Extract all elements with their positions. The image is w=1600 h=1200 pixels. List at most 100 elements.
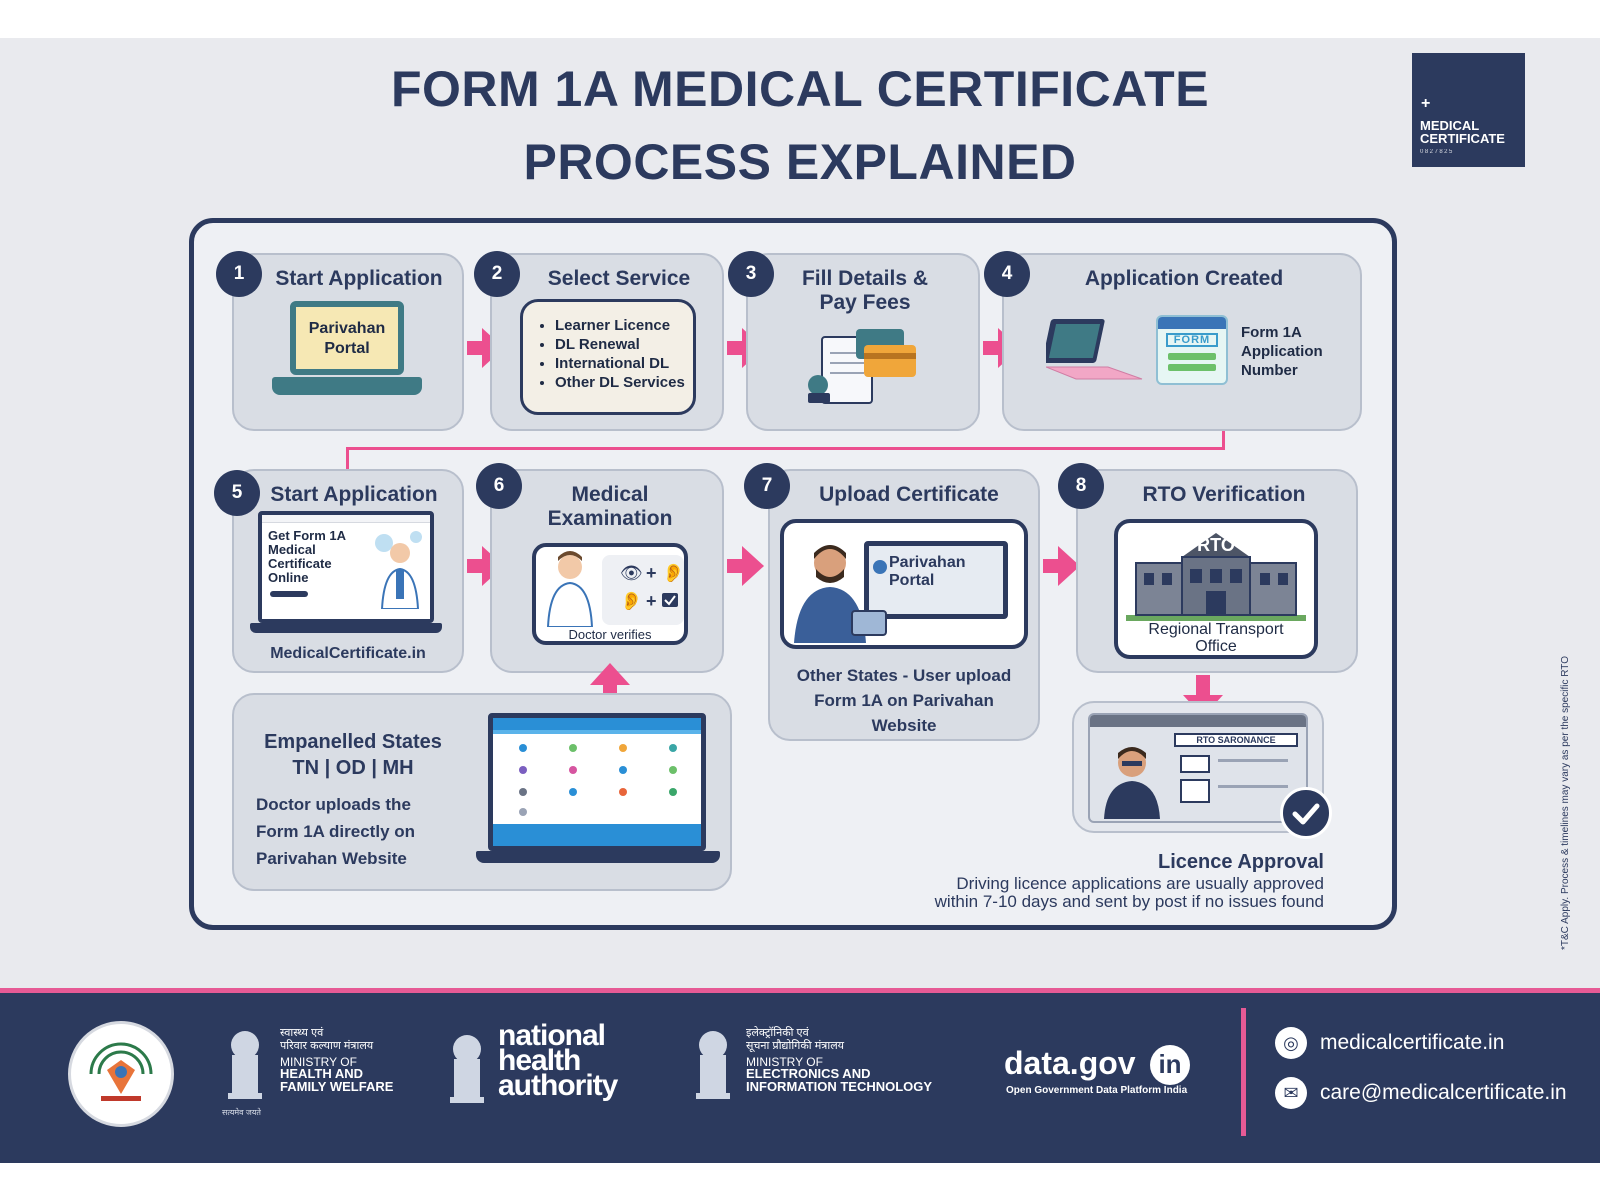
arrow-5-6	[467, 559, 483, 573]
medical-certificate-logo: + MEDICAL CERTIFICATE 0827825	[1412, 53, 1525, 167]
health-ministry-name: HEALTH AND FAMILY WELFARE	[280, 1066, 394, 1094]
email-link[interactable]: care@medicalcertificate.in	[1320, 1081, 1567, 1104]
step-1-number: 1	[216, 251, 262, 297]
step-2-number: 2	[474, 251, 520, 297]
page-title-line2: PROCESS EXPLAINED	[523, 134, 1077, 190]
service-item[interactable]: International DL	[555, 354, 685, 373]
step-7-number: 7	[744, 463, 790, 509]
data-gov-in-badge: in	[1150, 1045, 1190, 1085]
form-document-icon: FORM	[1156, 315, 1228, 385]
national-health-authority-logo: national health authority	[498, 1019, 618, 1102]
terms-note: *T&C Apply. Process & timelines may vary…	[1560, 656, 1571, 950]
step-3-title: Fill Details & Pay Fees	[801, 267, 929, 314]
step-1-screen-text: Parivahan Portal	[308, 320, 386, 357]
step-2-title: Select Service	[547, 267, 691, 290]
service-item[interactable]: DL Renewal	[555, 335, 685, 354]
licence-approval-text-2: within 7-10 days and sent by post if no …	[934, 892, 1324, 911]
driving-licence-card: RTO SARONANCE	[1088, 713, 1308, 823]
doctor-examination-icon: 👁 + 👂 👂 +	[546, 551, 684, 627]
empanelled-title: Empanelled States	[264, 731, 442, 753]
arrow-3-4	[983, 341, 999, 355]
doctor-illustration-icon	[375, 531, 422, 609]
step-6-number: 6	[476, 463, 522, 509]
connector-4-5-down	[346, 447, 349, 469]
ashoka-emblem-icon	[690, 1025, 736, 1105]
svg-text:👂: 👂	[662, 562, 684, 583]
laptop-icon	[290, 301, 404, 375]
meity-hindi: इलेक्ट्रॉनिकी एवं सूचना प्रौद्योगिकी मंत…	[746, 1027, 845, 1052]
dashboard-laptop-base	[476, 851, 720, 863]
step-4-number: 4	[984, 251, 1030, 297]
step-1-title: Start Application	[275, 267, 443, 290]
digital-mission-emblem-icon	[89, 1042, 153, 1101]
step-4-title: Application Created	[1084, 267, 1284, 290]
page-title-line1: FORM 1A MEDICAL CERTIFICATE	[390, 61, 1210, 117]
footer: सत्यमेव जयते स्वास्थ्य एवं परिवार कल्याण…	[0, 988, 1600, 1163]
licence-photo-icon	[1104, 747, 1160, 819]
doctor-verifies-caption: Doctor verifies	[568, 627, 652, 642]
svg-text:+: +	[646, 591, 657, 611]
step-6-title: Medical Examination	[547, 483, 673, 530]
step-3-number: 3	[728, 251, 774, 297]
svg-text:👂: 👂	[620, 590, 642, 611]
data-gov-logo: data.gov	[1004, 1045, 1136, 1081]
arrow-6-7-head	[742, 546, 764, 586]
arrow-2-3	[727, 341, 743, 355]
arrow-empanelled-up-head	[590, 663, 630, 685]
licence-approval-title: Licence Approval	[1158, 851, 1324, 873]
laptop-keyboard	[272, 377, 422, 395]
licence-card-label: RTO SARONANCE	[1174, 733, 1298, 747]
website-cta-button	[270, 591, 308, 597]
service-item[interactable]: Other DL Services	[555, 373, 685, 392]
arrow-8-down	[1196, 675, 1210, 697]
website-headline: Get Form 1A Medical Certificate Online	[268, 528, 347, 585]
approved-check-icon	[1280, 787, 1332, 839]
dashboard-icons	[519, 744, 677, 816]
parivahan-dashboard-screen	[488, 713, 706, 851]
step-8-number: 8	[1058, 463, 1104, 509]
parivahan-emblem-icon	[873, 560, 887, 574]
service-list: Learner Licence DL Renewal International…	[520, 299, 696, 415]
user-upload-icon	[794, 545, 887, 643]
ashoka-emblem-icon	[444, 1029, 490, 1109]
licence-id-photo-icon	[1180, 779, 1210, 803]
arrow-7-8-head	[1058, 546, 1080, 586]
ashoka-emblem-icon	[222, 1025, 268, 1105]
website-link[interactable]: medicalcertificate.in	[1320, 1031, 1505, 1054]
parivahan-screen: Parivahan Portal	[864, 541, 1008, 619]
licence-approval-text-1: Driving licence applications are usually…	[956, 874, 1324, 893]
process-frame: 1 Start Application Parivahan Portal 2 S…	[189, 218, 1397, 930]
emblem-motto: सत्यमेव जयते	[222, 1108, 261, 1117]
digital-mission-logo	[68, 1021, 174, 1127]
meity-name: ELECTRONICS AND INFORMATION TECHNOLOGY	[746, 1066, 933, 1094]
rto-building-label: RTO	[1197, 535, 1235, 555]
rto-panel: RTO Regional Transport Office	[1114, 519, 1318, 659]
plus-icon: +	[1421, 95, 1431, 112]
service-item[interactable]: Learner Licence	[555, 316, 685, 335]
connector-4-5	[1222, 431, 1225, 449]
connector-4-5-horizontal	[346, 447, 1225, 450]
logo-line1: MEDICAL	[1420, 118, 1480, 133]
arrow-1-2	[467, 341, 483, 355]
health-ministry-label: MINISTRY OF	[280, 1055, 357, 1069]
step-5-caption: MedicalCertificate.in	[270, 645, 426, 662]
website-screen-icon: Get Form 1A Medical Certificate Online	[258, 511, 434, 623]
parivahan-portal-text: Parivahan Portal	[889, 554, 966, 589]
rto-building-icon	[1126, 533, 1306, 621]
website-laptop-base	[250, 623, 442, 633]
empanelled-text: Doctor uploads the Form 1A directly on P…	[256, 795, 416, 868]
globe-icon: ◎	[1275, 1027, 1307, 1059]
form-label: FORM	[1166, 333, 1218, 347]
data-gov-subtitle: Open Government Data Platform India	[1006, 1085, 1188, 1096]
email-icon: ✉	[1275, 1077, 1307, 1109]
logo-line2: CERTIFICATE	[1420, 131, 1505, 146]
payment-documents-icon	[808, 329, 916, 404]
rto-caption: Regional Transport Office	[1148, 621, 1284, 655]
step-7-caption: Other States - User upload Form 1A on Pa…	[796, 666, 1012, 735]
step-5-number: 5	[214, 470, 260, 516]
empanelled-states: TN | OD | MH	[292, 757, 414, 779]
svg-text:👁: 👁	[620, 563, 643, 583]
meity-label: MINISTRY OF	[746, 1055, 823, 1069]
health-ministry-hindi: स्वास्थ्य एवं परिवार कल्याण मंत्रालय	[280, 1027, 374, 1052]
upload-panel: Parivahan Portal	[780, 519, 1028, 649]
